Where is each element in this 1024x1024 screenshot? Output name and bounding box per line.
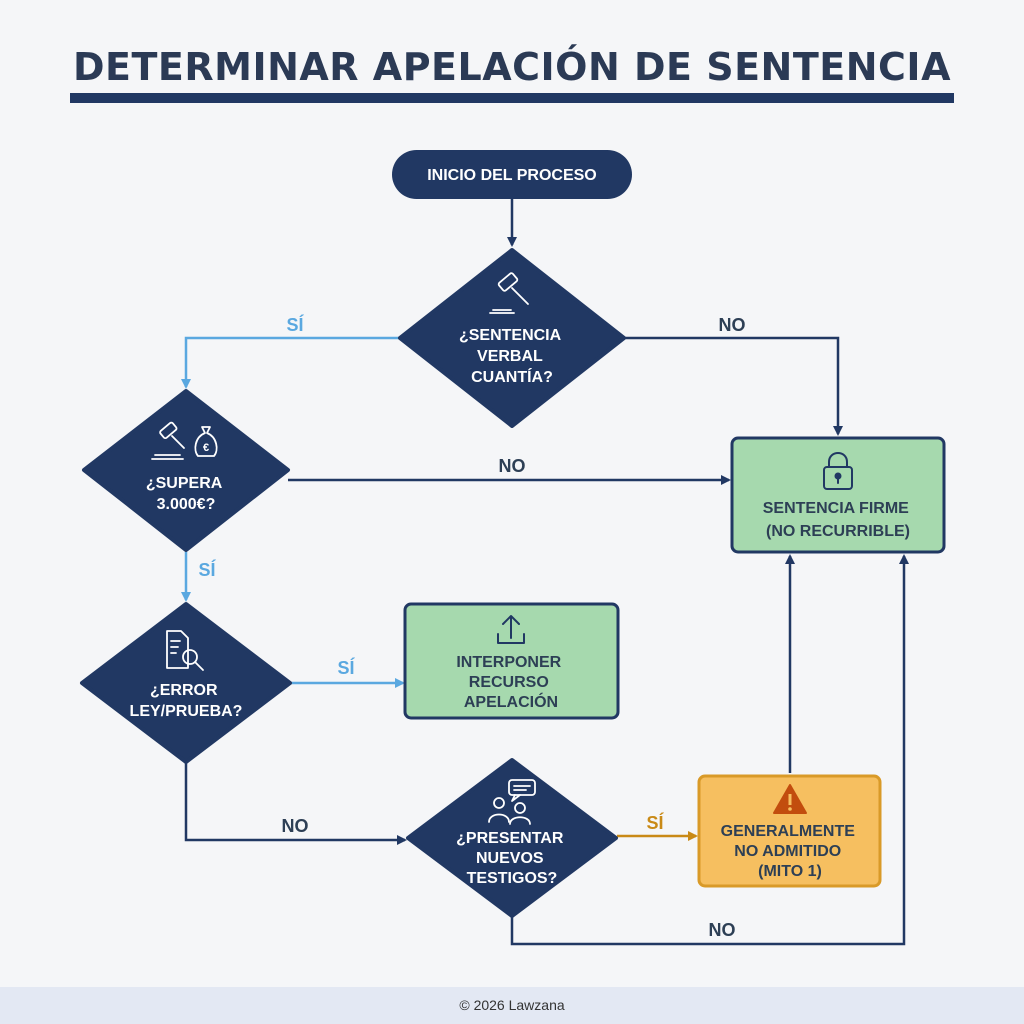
testigos-line-1: ¿PRESENTAR: [456, 830, 564, 847]
firme-line-1: SENTENCIA FIRME: [763, 500, 909, 517]
error-line-1: ¿ERROR: [150, 682, 218, 699]
no-admitido-line-1: GENERALMENTE: [721, 823, 856, 840]
edge-label-supera-no: NO: [499, 456, 526, 476]
svg-text:¿ERROR LEY/PRUEBA?: ¿ERROR LEY/PRUEBA?: [130, 682, 243, 720]
edge-label-testigos-no: NO: [709, 920, 736, 940]
edge-verbal-no: [624, 336, 843, 436]
supera-line-1: ¿SUPERA: [146, 475, 223, 492]
upload-icon: [497, 615, 525, 644]
start-node: INICIO DEL PROCESO: [392, 150, 632, 199]
gavel-money-bag-icon: €: [151, 421, 218, 460]
testigos-line-2: NUEVOS: [476, 850, 544, 867]
lock-icon: [823, 452, 853, 490]
result-no-admitido: GENERALMENTE NO ADMITIDO (MITO 1): [697, 774, 882, 888]
error-line-2: LEY/PRUEBA?: [130, 703, 243, 720]
firme-line-2: (NO RECURRIBLE): [766, 523, 910, 540]
edge-error-no: [184, 763, 407, 845]
svg-text:INTERPONER RECURSO: INTERPONER RECURSO APELACIÓN: [456, 654, 565, 711]
svg-text:¿PRESENTAR NUEVOS: ¿PRESENTAR NUEVOS TESTIGOS?: [456, 830, 568, 887]
svg-text:SENTENCIA FIRME (NO RECU: SENTENCIA FIRME (NO RECURRIBLE): [763, 500, 914, 540]
svg-text:GENERALMENTE NO ADMITIDO: GENERALMENTE NO ADMITIDO (MITO 1): [721, 823, 860, 880]
interponer-line-2: RECURSO: [469, 674, 549, 691]
verbal-line-3: CUANTÍA?: [471, 367, 553, 386]
svg-text:¿SENTENCIA VERBAL: ¿SENTENCIA VERBAL CUANTÍA?: [459, 327, 565, 386]
footer-bar: [0, 987, 1024, 1024]
page-title: DETERMINAR APELACIÓN DE SENTENCIA: [73, 45, 951, 89]
verbal-line-2: VERBAL: [477, 348, 543, 365]
edge-label-verbal-no: NO: [719, 315, 746, 335]
edge-label-error-si: SÍ: [337, 657, 355, 678]
no-admitido-line-2: NO ADMITIDO: [734, 843, 841, 860]
document-search-icon: [166, 630, 204, 671]
verbal-line-1: ¿SENTENCIA: [459, 327, 562, 344]
result-interponer-recurso: INTERPONER RECURSO APELACIÓN: [403, 602, 620, 720]
edge-testigos-no: [510, 554, 909, 946]
edge-label-error-no: NO: [282, 816, 309, 836]
testigos-line-3: TESTIGOS?: [467, 870, 558, 887]
svg-text:¿SUPERA 3.000€?: ¿SUPERA 3.000€?: [146, 475, 226, 513]
warning-icon: [773, 784, 807, 814]
start-node-label: INICIO DEL PROCESO: [427, 167, 597, 184]
decision-supera-3000: € ¿SUPERA 3.000€?: [82, 389, 290, 552]
footer-copyright: © 2026 Lawzana: [459, 997, 564, 1013]
edge-label-supera-si: SÍ: [198, 559, 216, 580]
edge-verbal-si: [181, 336, 400, 389]
svg-text:€: €: [203, 442, 209, 454]
result-sentencia-firme: SENTENCIA FIRME (NO RECURRIBLE): [730, 436, 946, 554]
people-chat-icon: [488, 779, 536, 825]
edge-label-verbal-si: SÍ: [286, 314, 304, 335]
supera-line-2: 3.000€?: [157, 496, 216, 513]
interponer-line-3: APELACIÓN: [464, 692, 558, 711]
decision-verbal-cuantia: ¿SENTENCIA VERBAL CUANTÍA?: [398, 248, 626, 428]
no-admitido-line-3: (MITO 1): [758, 863, 822, 880]
title-underline: [70, 93, 954, 103]
decision-error-ley-prueba: ¿ERROR LEY/PRUEBA?: [80, 602, 292, 764]
gavel-icon: [489, 272, 529, 314]
decision-nuevos-testigos: ¿PRESENTAR NUEVOS TESTIGOS?: [406, 758, 618, 918]
edge-label-testigos-si: SÍ: [646, 812, 664, 833]
interponer-line-1: INTERPONER: [456, 654, 561, 671]
